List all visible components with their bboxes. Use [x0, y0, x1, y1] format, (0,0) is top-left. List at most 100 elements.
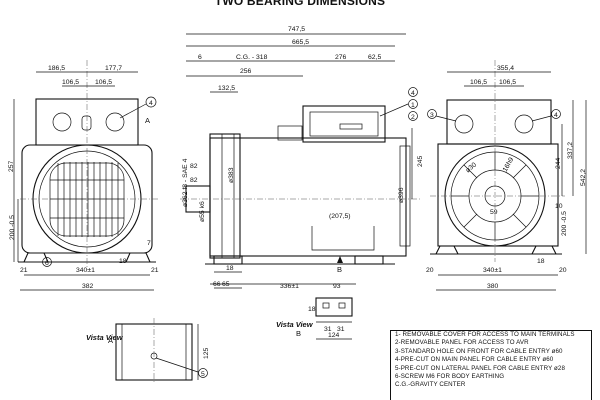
svg-text:4: 4 — [149, 100, 153, 107]
dim-59: 59 — [490, 209, 498, 216]
view-b-label: B — [337, 265, 342, 274]
left-front-view: 186,5 177,7 106,5 106,5 257 200 -0.5 7 2… — [8, 60, 159, 291]
dim-106d: 106,5 — [499, 79, 516, 86]
dim-245: 245 — [417, 155, 424, 167]
dim-336: 336±1 — [280, 283, 299, 290]
dim-106a: 106,5 — [62, 79, 79, 86]
legend-item-1: 1- REMOVABLE COVER FOR ACCESS TO MAIN TE… — [395, 331, 575, 338]
right-foot-1 — [435, 245, 459, 255]
dim-207: (207,5) — [329, 213, 351, 220]
dim-106c: 106,5 — [470, 79, 487, 86]
side-foot-2 — [354, 255, 384, 265]
side-foot-1 — [213, 255, 243, 265]
side-main-body — [209, 137, 407, 257]
dim-132: 132,5 — [218, 85, 235, 92]
dim-7: 7 — [147, 240, 151, 247]
dim-66: 66 — [213, 281, 221, 288]
svg-text:5: 5 — [201, 371, 205, 378]
dim-383: ø383 — [228, 167, 235, 183]
dim-55: ø55 k6 — [199, 201, 206, 222]
dim-cg: C.G. - 318 — [236, 54, 268, 61]
svg-text:B: B — [296, 329, 301, 338]
svg-text:1: 1 — [411, 102, 415, 109]
dim-18d: 18 — [308, 306, 316, 313]
dim-31a: 31 — [324, 326, 332, 333]
dim-21a: 21 — [20, 267, 28, 274]
dim-18c: 18 — [537, 258, 545, 265]
side-adapter-flange — [209, 133, 241, 259]
legend-item-7: C.G.-GRAVITY CENTER — [395, 381, 466, 389]
callout-2 — [408, 111, 418, 121]
dim-542: 542,2 — [580, 169, 587, 186]
dim-6: 6 — [198, 54, 202, 61]
dim-18b: 18 — [119, 258, 127, 265]
dim-665: 665,5 — [292, 39, 309, 46]
dim-18a: 18 — [226, 265, 234, 272]
svg-text:A: A — [108, 336, 113, 345]
left-cable-hole-1 — [52, 112, 72, 132]
dim-82a: 82 — [190, 163, 198, 170]
callout-1 — [408, 99, 418, 109]
callout-3 — [427, 109, 437, 119]
dim-256: 256 — [240, 68, 252, 75]
view-a-label: A — [145, 116, 150, 125]
svg-text:6: 6 — [45, 260, 49, 267]
dim-200b: 200 -0.5 — [561, 211, 568, 236]
legend-item-3: 3-STANDARD HOLE ON FRONT FOR CABLE ENTRY… — [395, 347, 563, 355]
dim-276: 276 — [335, 54, 347, 61]
callout-4a — [145, 96, 157, 108]
page-title: TWO BEARING DIMENSIONS — [214, 0, 386, 8]
vista-b-label: Vista View — [276, 320, 314, 329]
dim-362: ø362 f8 - SAE 4 — [182, 158, 189, 207]
dim-82b: 82 — [190, 177, 198, 184]
callout-4c — [551, 109, 561, 119]
dim-125: 125 — [203, 347, 210, 359]
dim-337: 337,2 — [567, 142, 574, 159]
dim-93: 93 — [333, 283, 341, 290]
legend-box: 1- REMOVABLE COVER FOR ACCESS TO MAIN TE… — [390, 330, 592, 400]
dim-177: 177,7 — [105, 65, 122, 72]
side-terminal-box — [302, 105, 386, 143]
dim-257: 257 — [8, 160, 15, 172]
callout-4b — [408, 87, 418, 97]
view-b-plate — [315, 297, 353, 317]
legend-item-5: 5-PRE-CUT ON LATERAL PANEL FOR CABLE ENT… — [395, 364, 565, 372]
view-b-detail: Vista View B 31 31 124 18 — [276, 297, 353, 340]
dim-244: 244 — [555, 157, 562, 169]
legend-item-6: 6-SCREW M6 FOR BODY EARTHING — [395, 373, 505, 381]
dim-340a: 340±1 — [76, 267, 95, 274]
dim-20a: 20 — [426, 267, 434, 274]
dim-21b: 21 — [151, 267, 159, 274]
dim-380: 380 — [487, 283, 499, 290]
right-rear-view: 355,4 106,5 106,5 244 337,2 542,2 16h9 ø… — [426, 60, 587, 291]
svg-text:4: 4 — [554, 112, 558, 119]
svg-text:4: 4 — [411, 90, 415, 97]
dim-20b: 20 — [559, 267, 567, 274]
left-cable-hole-2 — [105, 112, 125, 132]
callout-5 — [198, 368, 208, 378]
dim-747: 747,5 — [288, 26, 305, 33]
svg-text:3: 3 — [430, 112, 434, 119]
side-bottom-box — [311, 226, 375, 251]
dim-186: 186,5 — [48, 65, 65, 72]
dim-124: 124 — [328, 332, 340, 339]
dim-382: 382 — [82, 283, 94, 290]
dim-65: 65 — [222, 281, 230, 288]
dim-62: 62,5 — [368, 54, 381, 61]
right-terminal-box — [446, 99, 552, 145]
left-foot-2 — [125, 252, 151, 263]
dim-30: ø30 — [465, 161, 479, 174]
side-view: 747,5 665,5 6 C.G. - 318 276 62,5 256 13… — [180, 26, 424, 290]
vista-a-label: Vista View — [86, 333, 124, 342]
dim-340b: 340±1 — [483, 267, 502, 274]
dim-106b: 106,5 — [95, 79, 112, 86]
legend-item-4: 4-PRE-CUT ON MAIN PANEL FOR CABLE ENTRY … — [395, 356, 554, 364]
view-a-detail: Vista View A 125 5 — [86, 318, 210, 384]
dim-10: 10 — [555, 203, 563, 210]
legend-item-2: 2-REMOVABLE PANEL FOR ACCESS TO AVR — [395, 339, 529, 347]
right-cable-hole-panel — [514, 114, 534, 134]
dim-355: 355,4 — [497, 65, 514, 72]
right-foot-2 — [531, 245, 557, 255]
